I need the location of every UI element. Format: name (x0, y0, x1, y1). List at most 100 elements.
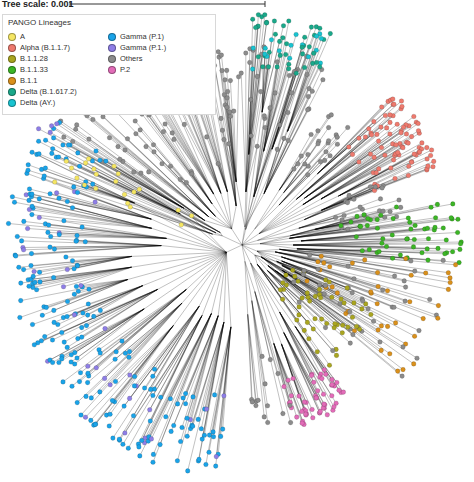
legend-swatch (8, 55, 16, 63)
tip-dot (383, 113, 388, 118)
tip-dot (383, 153, 388, 158)
tip-dot (51, 275, 56, 280)
tip-dot (317, 283, 322, 288)
tip-dot (244, 51, 249, 56)
tip-dot (310, 407, 315, 412)
tip-dot (323, 325, 328, 330)
tip-dot (86, 157, 91, 162)
tip-dot (262, 415, 267, 420)
tip-dot (93, 200, 98, 205)
tip-dot (108, 412, 113, 417)
tip-dot (395, 369, 400, 374)
tip-dot (27, 284, 32, 289)
tip-dot (117, 437, 122, 442)
tip-dot (144, 144, 149, 149)
tip-dot (314, 34, 319, 39)
tip-dot (322, 402, 327, 407)
legend-item: B.1.1 (8, 76, 108, 85)
tip-dot (369, 133, 374, 138)
tip-dot (286, 110, 291, 115)
tip-dot (131, 170, 136, 175)
tip-dot (321, 77, 326, 82)
tip-dot (409, 134, 414, 139)
tip-dot (341, 390, 346, 395)
tip-dot (151, 460, 156, 465)
tip-dot (54, 121, 59, 126)
legend-label: B.1.1 (20, 76, 38, 85)
tip-dot (91, 314, 96, 319)
tip-dot (444, 238, 449, 243)
tip-dot (30, 212, 35, 217)
tip-dot (376, 328, 381, 333)
tip-dot (415, 356, 420, 361)
tip-dot (168, 396, 173, 401)
legend-swatch (8, 66, 16, 74)
legend-label: Gamma (P.1) (120, 32, 164, 41)
tip-dot (36, 126, 41, 131)
tip-dot (281, 281, 286, 286)
tip-dot (313, 316, 318, 321)
tip-dot (94, 149, 99, 154)
tip-dot (44, 305, 49, 310)
tip-dot (317, 287, 322, 292)
tip-dot (399, 99, 404, 104)
tip-dot (342, 301, 347, 306)
tip-dot (284, 41, 289, 46)
tip-dot (180, 425, 185, 430)
tip-dot (404, 132, 409, 137)
legend-item: Delta (B.1.617.2) (8, 87, 108, 96)
tip-dot (351, 332, 356, 337)
tip-dot (292, 167, 297, 172)
tip-dot (316, 142, 321, 147)
tip-dot (212, 393, 217, 398)
tip-dot (408, 299, 413, 304)
tip-dot (426, 164, 431, 169)
tip-dot (107, 135, 112, 140)
tip-dot (12, 200, 17, 205)
tip-dot (354, 324, 359, 329)
tip-dot (278, 53, 283, 58)
tip-dot (314, 60, 319, 65)
tip-dot (111, 436, 116, 441)
tip-dot (164, 415, 169, 420)
tip-dot (122, 404, 127, 409)
tip-dot (350, 290, 355, 295)
tip-dot (30, 150, 35, 155)
tip-dot (322, 367, 327, 372)
tip-dot (367, 247, 372, 252)
tip-dot (37, 197, 42, 202)
tip-dot (183, 401, 188, 406)
tip-dot (25, 226, 30, 231)
tip-dot (327, 280, 332, 285)
tip-dot (345, 286, 350, 291)
tip-dot (393, 176, 398, 181)
tip-dot (133, 119, 138, 124)
tip-dot (340, 331, 345, 336)
tip-dot (284, 273, 289, 278)
tip-dot (76, 289, 81, 294)
tip-dot (69, 353, 74, 358)
tip-dot (330, 394, 335, 399)
tip-dot (79, 283, 84, 288)
tip-dot (213, 464, 218, 469)
tip-dot (123, 431, 128, 436)
tip-dot (98, 390, 103, 395)
tip-dot (378, 197, 383, 202)
tip-dot (433, 216, 438, 221)
tip-dot (81, 183, 86, 188)
tip-dot (85, 380, 90, 385)
tip-dot (79, 413, 84, 418)
tip-dot (52, 180, 57, 185)
tip-dot (31, 274, 36, 279)
legend-label: Others (120, 54, 143, 63)
legend-label: Gamma (P.1.) (120, 43, 166, 52)
tip-dot (420, 251, 425, 256)
tip-dot (317, 65, 322, 70)
tip-dot (43, 166, 48, 171)
tip-dot (71, 185, 76, 190)
tip-dot (420, 141, 425, 146)
tip-dot (69, 166, 74, 171)
tip-dot (104, 159, 109, 164)
tip-dot (300, 45, 305, 50)
tip-dot (338, 301, 343, 306)
